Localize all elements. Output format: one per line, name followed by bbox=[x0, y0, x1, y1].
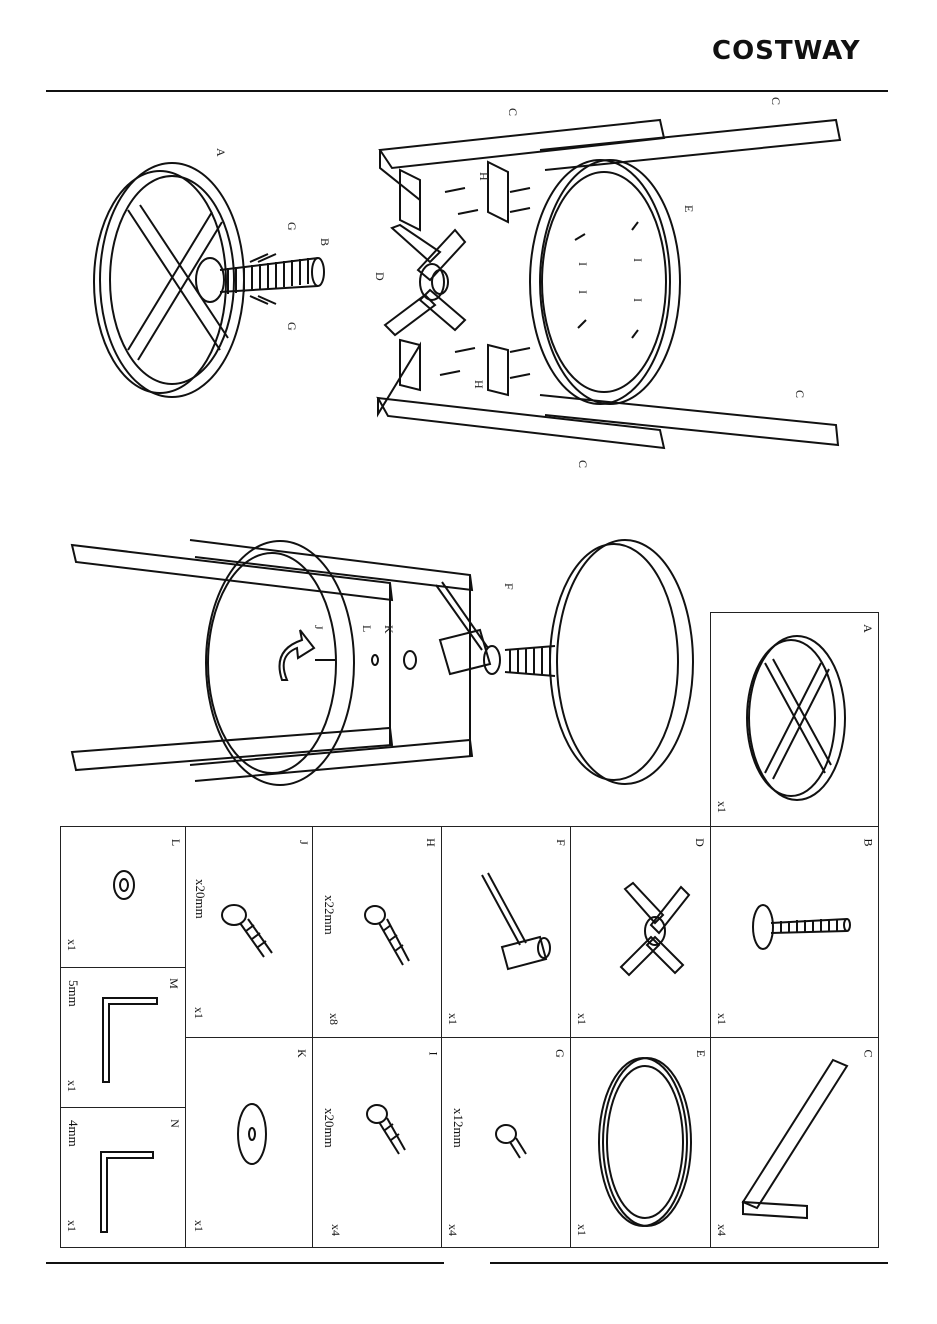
label-k: K bbox=[381, 625, 396, 634]
label-g-top: G bbox=[284, 222, 299, 231]
part-c-qty: x4 bbox=[714, 1224, 729, 1236]
cross-bracket-d-icon bbox=[571, 827, 712, 1039]
label-e: E bbox=[681, 205, 696, 212]
part-cell-i: I x20mm x4 bbox=[312, 1037, 442, 1248]
label-c-top-right: C bbox=[768, 97, 783, 105]
part-f-letter: F bbox=[553, 839, 568, 846]
part-cell-d: D x1 bbox=[570, 826, 711, 1038]
part-a-letter: A bbox=[860, 624, 875, 633]
part-cell-m: M 5mm x1 bbox=[60, 967, 186, 1108]
part-a-icon bbox=[711, 613, 880, 828]
part-cell-f: F x1 bbox=[441, 826, 571, 1038]
label-c-bottom-left: C bbox=[575, 460, 590, 468]
part-m-qty: x1 bbox=[64, 1080, 79, 1092]
part-l-qty: x1 bbox=[64, 939, 79, 951]
part-f-qty: x1 bbox=[445, 1013, 460, 1025]
part-i-size: x20mm bbox=[321, 1108, 337, 1148]
part-h-size: x22mm bbox=[321, 895, 337, 935]
handle-f-icon bbox=[442, 827, 572, 1039]
label-i-3: I bbox=[575, 290, 590, 294]
part-cell-h: H x22mm x8 bbox=[312, 826, 442, 1038]
part-k-letter: K bbox=[294, 1049, 309, 1058]
label-b: B bbox=[317, 238, 332, 246]
label-f: F bbox=[501, 583, 516, 590]
label-i-1: I bbox=[575, 262, 590, 266]
part-h-letter: H bbox=[423, 838, 438, 847]
part-i-letter: I bbox=[426, 1052, 441, 1056]
part-l-letter: L bbox=[168, 839, 183, 846]
label-g-bottom: G bbox=[284, 322, 299, 331]
part-g-qty: x4 bbox=[445, 1224, 460, 1236]
part-n-letter: N bbox=[167, 1119, 182, 1128]
part-n-qty: x1 bbox=[64, 1220, 79, 1232]
part-j-size: x20mm bbox=[192, 879, 208, 919]
part-b-qty: x1 bbox=[714, 1013, 729, 1025]
screw-b-icon bbox=[711, 827, 880, 1039]
part-cell-n: N 4mm x1 bbox=[60, 1107, 186, 1248]
part-cell-e: E x1 bbox=[570, 1037, 711, 1248]
part-cell-c: C x4 bbox=[710, 1037, 879, 1248]
part-c-letter: C bbox=[860, 1049, 875, 1057]
part-k-qty: x1 bbox=[191, 1220, 206, 1232]
label-d: D bbox=[372, 272, 387, 281]
label-j: J bbox=[311, 625, 326, 630]
part-d-letter: D bbox=[692, 838, 707, 847]
footer-rule-right bbox=[490, 1262, 888, 1264]
label-h-bottom: H bbox=[471, 380, 486, 389]
part-i-qty: x4 bbox=[328, 1224, 343, 1236]
label-c-top-left: C bbox=[505, 108, 520, 116]
leg-c-icon bbox=[711, 1038, 880, 1249]
part-cell-l: L x1 bbox=[60, 826, 186, 968]
label-c-bottom-right: C bbox=[792, 390, 807, 398]
part-h-qty: x8 bbox=[326, 1013, 341, 1025]
part-cell-k: K x1 bbox=[185, 1037, 313, 1248]
part-j-qty: x1 bbox=[191, 1007, 206, 1019]
part-m-letter: M bbox=[166, 978, 181, 989]
part-cell-g: G x12mm x4 bbox=[441, 1037, 571, 1248]
part-g-letter: G bbox=[552, 1049, 567, 1058]
footer-rule-left bbox=[46, 1262, 444, 1264]
part-cell-b: B x1 bbox=[710, 826, 879, 1038]
part-g-size: x12mm bbox=[450, 1108, 466, 1148]
label-i-4: I bbox=[630, 298, 645, 302]
part-cell-a: A x1 bbox=[710, 612, 879, 827]
label-i-2: I bbox=[630, 258, 645, 262]
part-n-size: 4mm bbox=[65, 1120, 81, 1147]
part-e-qty: x1 bbox=[574, 1224, 589, 1236]
split-washer-icon bbox=[61, 827, 187, 969]
label-a: A bbox=[213, 148, 228, 157]
part-b-letter: B bbox=[860, 838, 875, 846]
part-cell-j: J x20mm x1 bbox=[185, 826, 313, 1038]
washer-k-icon bbox=[186, 1038, 314, 1249]
part-m-size: 5mm bbox=[65, 980, 81, 1007]
label-l: L bbox=[359, 625, 374, 632]
label-h-top: H bbox=[476, 172, 491, 181]
part-d-qty: x1 bbox=[574, 1013, 589, 1025]
part-e-letter: E bbox=[693, 1050, 708, 1057]
part-j-letter: J bbox=[296, 840, 311, 845]
footrest-ring-e-icon bbox=[571, 1038, 712, 1249]
part-a-qty: x1 bbox=[714, 801, 729, 813]
